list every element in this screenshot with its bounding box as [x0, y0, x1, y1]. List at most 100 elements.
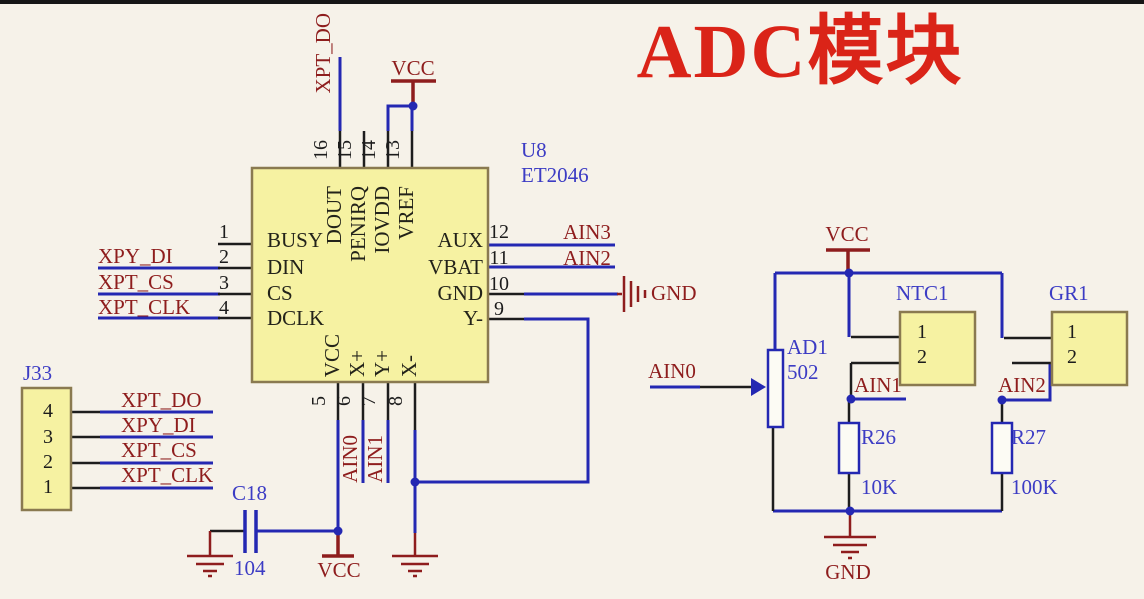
- junction-dot: [410, 477, 420, 487]
- stub-gr1: [1004, 336, 1052, 365]
- potentiometer-ad1-body: [766, 348, 785, 429]
- net-label-ain0-input: AIN0: [648, 359, 696, 383]
- chip-pin-number: 10: [489, 273, 509, 295]
- net-label-j33-xpt-clk: XPT_CLK: [121, 463, 214, 487]
- net-label-ain3: AIN3: [563, 220, 611, 244]
- chip-pin-name-penirq: PENIRQ: [346, 186, 370, 262]
- chip-pin-name-busy: BUSY: [267, 228, 324, 252]
- chip-pin-name-iovdd: IOVDD: [370, 186, 394, 254]
- photoresistor-pin-number: 2: [1067, 346, 1077, 368]
- photoresistor-gr1-body: [1050, 310, 1129, 387]
- potentiometer-designator: AD1: [787, 335, 828, 359]
- photoresistor-designator: GR1: [1049, 281, 1089, 305]
- chip-pin-name-yplus: Y+: [370, 349, 394, 377]
- gnd-label-side: GND: [651, 281, 697, 305]
- chip-pin-number: 11: [489, 247, 509, 269]
- net-label-xpt-do: XPT_DO: [311, 13, 335, 94]
- wire-vref-iovdd-loop: [386, 104, 414, 131]
- chip-part-number: ET2046: [521, 163, 589, 187]
- resistor-designator-r27: R27: [1011, 425, 1047, 449]
- junction-dot: [844, 268, 854, 278]
- thermistor-designator: NTC1: [896, 281, 949, 305]
- wire-ain0-ain1: [361, 420, 390, 483]
- junction-dot: [333, 526, 343, 536]
- net-label-ain1: AIN1: [363, 435, 387, 483]
- junction-dot: [846, 394, 856, 404]
- chip-pin-number: 14: [358, 140, 380, 160]
- wire-y-minus: [415, 317, 590, 484]
- gnd-symbol-mid-icon: [392, 533, 438, 578]
- photoresistor-pin-number: 1: [1067, 321, 1077, 343]
- junction-dot: [997, 395, 1007, 405]
- net-label-xpy-di: XPY_DI: [98, 244, 173, 268]
- chip-pin-number: 16: [310, 140, 332, 160]
- net-label-ain2: AIN2: [563, 246, 611, 270]
- wire-left-nets: [98, 266, 220, 320]
- gnd-symbol-side-icon: [617, 276, 647, 312]
- net-label-j33-xpt-do: XPT_DO: [121, 388, 202, 412]
- resistor-value-r26: 10K: [861, 475, 898, 499]
- chip-body: [250, 166, 490, 384]
- chip-pin-name-aux: AUX: [437, 228, 484, 252]
- pin-stubs: [71, 131, 1052, 533]
- net-label-xpt-clk: XPT_CLK: [98, 295, 191, 319]
- connector-pin-number: 4: [43, 400, 53, 422]
- stub-chip-top: [338, 131, 414, 168]
- wire-ain3-ain2: [488, 243, 615, 269]
- chip-pin-name-xplus: X+: [345, 349, 369, 377]
- net-label-ain0: AIN0: [338, 435, 362, 483]
- chip-designator: U8: [521, 138, 547, 162]
- net-label-j33-xpt-cs: XPT_CS: [121, 438, 197, 462]
- gnd-label-bottom: GND: [825, 560, 871, 584]
- junction-dot: [845, 506, 855, 516]
- chip-pin-number: 6: [333, 396, 355, 406]
- chip-pin-number: 13: [382, 140, 404, 160]
- thermistor-pin-number: 2: [917, 346, 927, 368]
- chip-pin-number: 8: [385, 396, 407, 406]
- chip-pin-name-gnd: GND: [437, 281, 484, 305]
- chip-pin-name-vref: VREF: [394, 186, 418, 240]
- chip-pin-number: 15: [334, 140, 356, 160]
- chip-pin-number: 9: [494, 298, 504, 320]
- net-label-ain1-node: AIN1: [854, 373, 902, 397]
- chip-pin-number: 3: [219, 272, 229, 294]
- vcc-label-top: VCC: [391, 56, 435, 80]
- chip-pin-number: 7: [358, 396, 380, 406]
- capacitor-value: 104: [234, 556, 266, 580]
- top-border: [0, 0, 1144, 4]
- resistor-value-r27: 100K: [1011, 475, 1058, 499]
- stub-chip-left: [218, 242, 252, 320]
- chip-pin-name-dclk: DCLK: [267, 306, 325, 330]
- page-title: ADC模块: [636, 10, 964, 94]
- gnd-symbol-right-icon: [824, 511, 876, 560]
- junction-dot: [408, 101, 418, 111]
- chip-pin-name-yminus: Y-: [463, 306, 483, 330]
- vcc-label-bottom: VCC: [317, 558, 361, 582]
- net-label-ain2-node: AIN2: [998, 373, 1046, 397]
- connector-j33-body: [20, 386, 73, 512]
- chip-pin-name-cs: CS: [267, 281, 293, 305]
- resistor-designator-r26: R26: [861, 425, 897, 449]
- connector-pin-number: 3: [43, 426, 53, 448]
- chip-pin-name-xminus: X-: [397, 354, 421, 377]
- wire-ain2-net: [1002, 364, 1052, 402]
- gnd-symbol-left-icon: [187, 531, 233, 578]
- stub-chip-right: [488, 292, 524, 321]
- stub-chip-bottom: [336, 382, 417, 430]
- connector-pin-number: 1: [43, 476, 53, 498]
- junction-dots: [333, 101, 1007, 536]
- wiper-arrow-icon: [751, 378, 766, 396]
- net-label-j33-xpy-di: XPY_DI: [121, 413, 196, 437]
- connector-designator: J33: [23, 361, 53, 385]
- stub-ntc1: [849, 335, 900, 399]
- thermistor-ntc1-body: [898, 310, 977, 387]
- chip-pin-name-din: DIN: [267, 255, 305, 279]
- net-label-xpt-cs: XPT_CS: [98, 270, 174, 294]
- wire-vcc-rail-right: [773, 271, 1002, 350]
- chip-pin-name-dout: DOUT: [322, 186, 346, 245]
- chip-pin-number: 1: [219, 221, 229, 243]
- stub-j33: [71, 410, 100, 490]
- resistor-r27-body: [990, 421, 1014, 475]
- potentiometer-value: 502: [787, 360, 819, 384]
